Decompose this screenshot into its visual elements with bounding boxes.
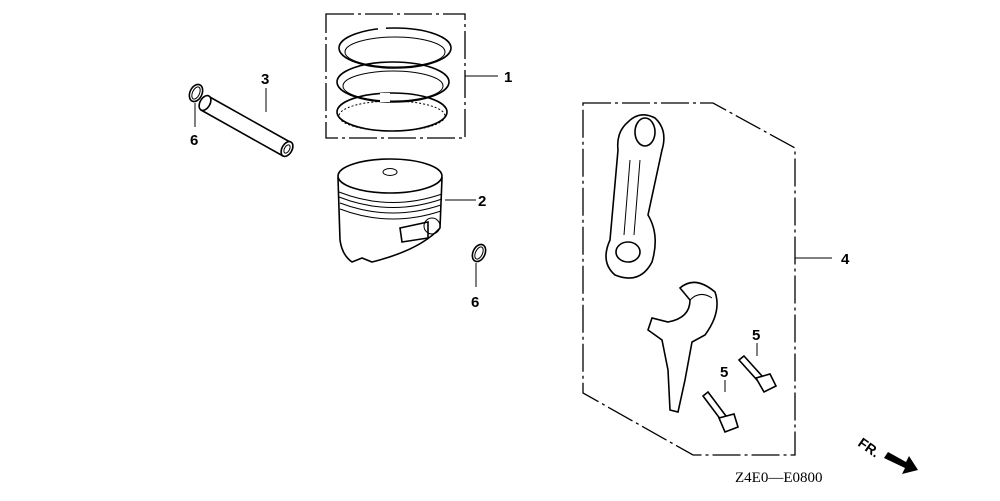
conrod-bolt-lower[interactable]: [701, 390, 739, 434]
ring-set-box: [325, 13, 466, 139]
callout-2: 2: [478, 193, 486, 210]
front-direction-indicator: FR.: [855, 434, 918, 474]
conrod-bolt-upper[interactable]: [737, 354, 778, 394]
conrod-assembly-box: [582, 102, 796, 456]
drawing-code: Z4E0—E0800: [735, 470, 823, 486]
connecting-rod[interactable]: [605, 114, 665, 279]
callout-1: 1: [504, 69, 512, 86]
piston-pin-clip-right[interactable]: [470, 242, 488, 263]
callout-5-lower: 5: [720, 364, 728, 381]
callout-4: 4: [841, 251, 850, 268]
callout-5-upper: 5: [752, 327, 760, 344]
connecting-rod-cap[interactable]: [647, 281, 718, 413]
piston-pin[interactable]: [197, 94, 296, 159]
front-label: FR.: [855, 434, 883, 460]
piston[interactable]: [337, 158, 443, 263]
piston-ring-set[interactable]: [325, 13, 466, 139]
piston-pin-clip-left[interactable]: [187, 82, 205, 103]
front-arrow-icon: [884, 452, 918, 474]
callout-6-left: 6: [190, 132, 198, 149]
callout-6-right: 6: [471, 294, 479, 311]
callout-3: 3: [261, 71, 269, 88]
